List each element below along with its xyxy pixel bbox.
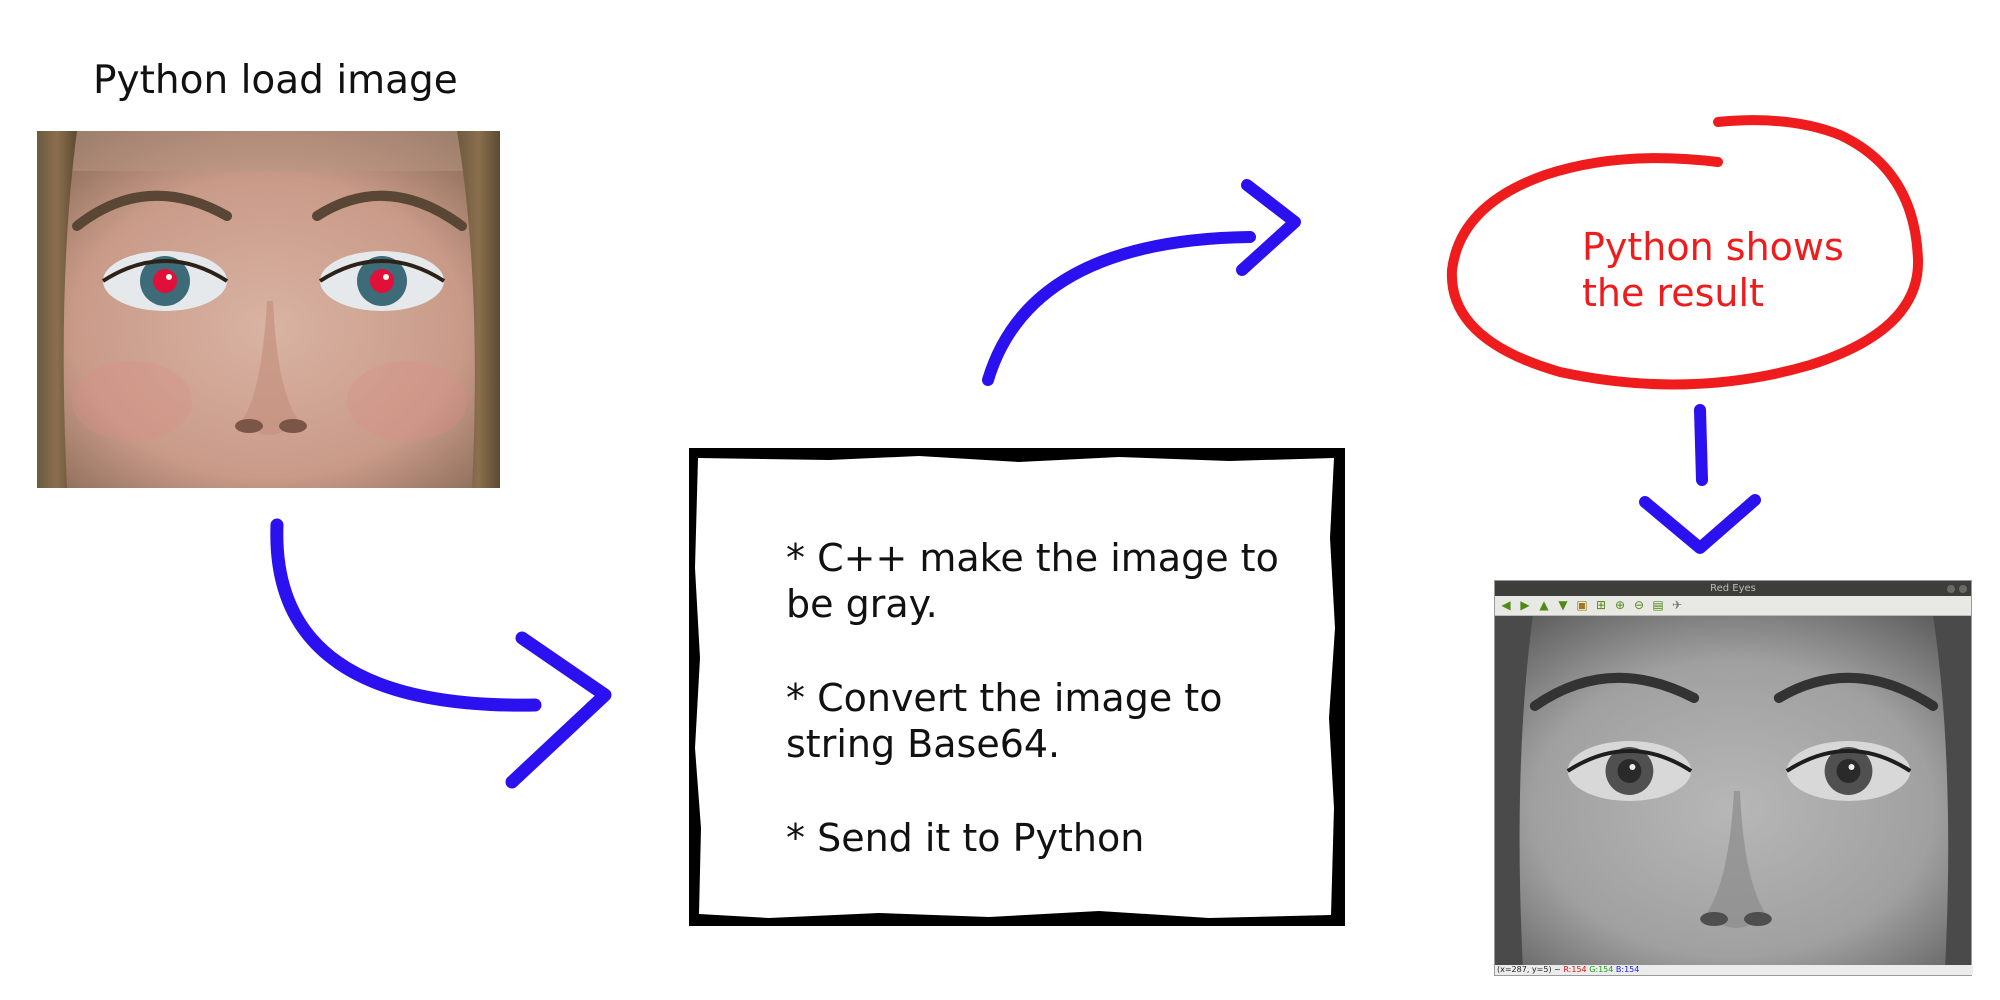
- cpp-process-box: [689, 448, 1345, 926]
- load-image-title: Python load image: [93, 58, 458, 103]
- zoom-out-icon[interactable]: ⊖: [1633, 598, 1645, 612]
- viewer-statusbar: (x=287, y=5) ~ R:154 G:154 B:154: [1495, 965, 1973, 975]
- arrow-to-python: [982, 179, 1301, 386]
- arrow-down-icon[interactable]: ▼: [1558, 598, 1568, 612]
- pan-icon[interactable]: ✈: [1671, 598, 1683, 612]
- result-viewer-window: Red Eyes ◀ ▶ ▲ ▼ ▣ ⊞ ⊕ ⊖ ▤ ✈: [1494, 580, 1973, 976]
- save-icon[interactable]: ▣: [1576, 598, 1588, 612]
- save-image-icon[interactable]: ▤: [1652, 598, 1664, 612]
- step-base64: * Convert the image to string Base64.: [786, 676, 1223, 766]
- arrow-left-icon[interactable]: ◀: [1501, 598, 1511, 612]
- viewer-titlebar: Red Eyes: [1495, 581, 1971, 596]
- subplots-icon[interactable]: ⊞: [1595, 598, 1607, 612]
- arrow-right-icon[interactable]: ▶: [1520, 598, 1530, 612]
- status-red: R:154: [1563, 965, 1587, 974]
- arrow-to-viewer: [1639, 404, 1761, 554]
- result-note: Python shows the result: [1582, 225, 1844, 315]
- status-coords: (x=287, y=5) ~: [1497, 965, 1561, 974]
- status-green: G:154: [1589, 965, 1614, 974]
- process-steps: * C++ make the image to be gray. * Conve…: [786, 535, 1306, 909]
- status-blue: B:154: [1615, 965, 1640, 974]
- viewer-toolbar: ◀ ▶ ▲ ▼ ▣ ⊞ ⊕ ⊖ ▤ ✈: [1495, 596, 1971, 616]
- minimize-icon[interactable]: [1947, 585, 1955, 593]
- step-grayscale: * C++ make the image to be gray.: [786, 536, 1279, 626]
- result-ellipse: [1446, 115, 1924, 390]
- grayscale-face-photo: [1495, 616, 1971, 967]
- arrow-up-icon[interactable]: ▲: [1539, 598, 1549, 612]
- input-face-photo: [37, 131, 500, 488]
- step-send: * Send it to Python: [786, 816, 1145, 860]
- zoom-in-icon[interactable]: ⊕: [1614, 598, 1626, 612]
- close-icon[interactable]: [1959, 585, 1967, 593]
- viewer-title: Red Eyes: [1710, 583, 1756, 594]
- arrow-to-cpp: [270, 518, 612, 789]
